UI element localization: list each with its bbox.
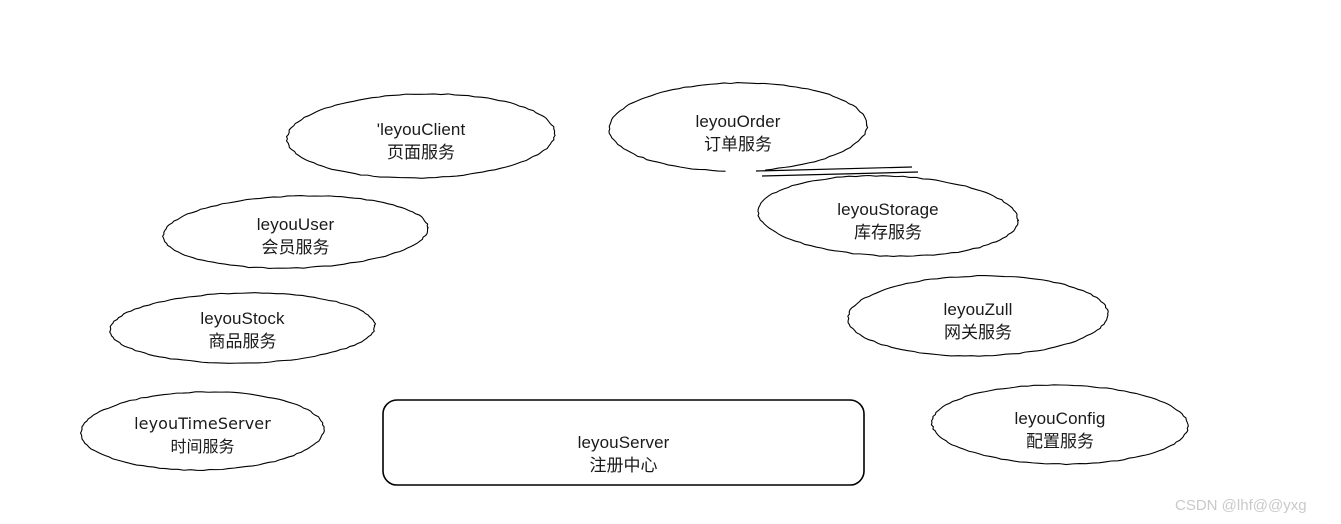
node-shape-leyouclient[interactable] [285, 91, 556, 181]
node-leyouorder[interactable]: leyouOrder 订单服务 [609, 83, 867, 171]
node-title-leyouserver: leyouServer [577, 432, 670, 452]
node-shape-leyoustorage[interactable] [757, 171, 1020, 261]
node-shape-leyouconfig[interactable] [930, 383, 1189, 466]
node-subtitle-leyoutimeserver: 时间服务 [170, 437, 235, 456]
node-shape-leyouorder[interactable] [608, 81, 869, 173]
node-label-group: leyouOrder 订单服务 [609, 110, 867, 157]
node-subtitle-leyouclient: 页面服务 [387, 143, 455, 162]
node-title-leyouclient: 'leyouClient [376, 120, 466, 139]
node-label-group: leyouServer 注册中心 [383, 431, 864, 478]
node-title-leyoustorage: leyouStorage [837, 200, 939, 219]
node-leyouuser[interactable]: leyouUser 会员服务 [163, 196, 428, 268]
node-title-leyouorder: leyouOrder [695, 112, 781, 131]
node-title-leyouconfig: leyouConfig [1014, 408, 1106, 428]
node-shape-leyouuser[interactable] [161, 192, 429, 273]
node-label-group: leyouTimeServer 时间服务 [81, 412, 324, 459]
node-shape-leyoustock[interactable] [109, 291, 377, 366]
node-title-leyoutimeserver: leyouTimeServer [134, 414, 271, 433]
node-subtitle-leyouorder: 订单服务 [704, 135, 772, 154]
node-shape-leyoutimeserver[interactable] [79, 390, 325, 473]
node-label-group: leyouUser 会员服务 [163, 213, 428, 260]
node-leyouclient[interactable]: 'leyouClient 页面服务 [287, 94, 555, 178]
node-shape-leyouzull[interactable] [847, 273, 1109, 358]
node-label-group: leyouConfig 配置服务 [932, 407, 1188, 454]
node-label-group: leyouZull 网关服务 [848, 298, 1108, 345]
node-label-group: 'leyouClient 页面服务 [287, 118, 555, 165]
node-leyouconfig[interactable]: leyouConfig 配置服务 [932, 385, 1188, 464]
node-leyoutimeserver[interactable]: leyouTimeServer 时间服务 [81, 392, 324, 470]
node-subtitle-leyouserver: 注册中心 [589, 455, 658, 475]
node-leyouserver[interactable]: leyouServer 注册中心 [383, 400, 864, 485]
node-subtitle-leyouzull: 网关服务 [944, 323, 1012, 342]
node-shape-leyouserver[interactable] [382, 399, 865, 486]
node-label-group: leyouStock 商品服务 [110, 307, 375, 354]
node-leyouzull[interactable]: leyouZull 网关服务 [848, 276, 1108, 356]
node-label-group: leyouStorage 库存服务 [758, 198, 1018, 245]
csdn-watermark: CSDN @lhf@@yxg [1175, 497, 1307, 514]
node-title-leyouzull: leyouZull [943, 300, 1013, 319]
node-subtitle-leyouuser: 会员服务 [261, 238, 330, 257]
node-subtitle-leyoustock: 商品服务 [208, 332, 277, 351]
node-leyoustock[interactable]: leyouStock 商品服务 [110, 293, 375, 363]
node-leyoustorage[interactable]: leyouStorage 库存服务 [758, 176, 1018, 256]
node-title-leyouuser: leyouUser [256, 215, 335, 234]
node-subtitle-leyoustorage: 库存服务 [854, 223, 922, 242]
node-title-leyoustock: leyouStock [200, 309, 285, 328]
node-subtitle-leyouconfig: 配置服务 [1026, 431, 1094, 451]
stray-line-upper [755, 166, 913, 172]
stray-line-lower [761, 171, 919, 177]
